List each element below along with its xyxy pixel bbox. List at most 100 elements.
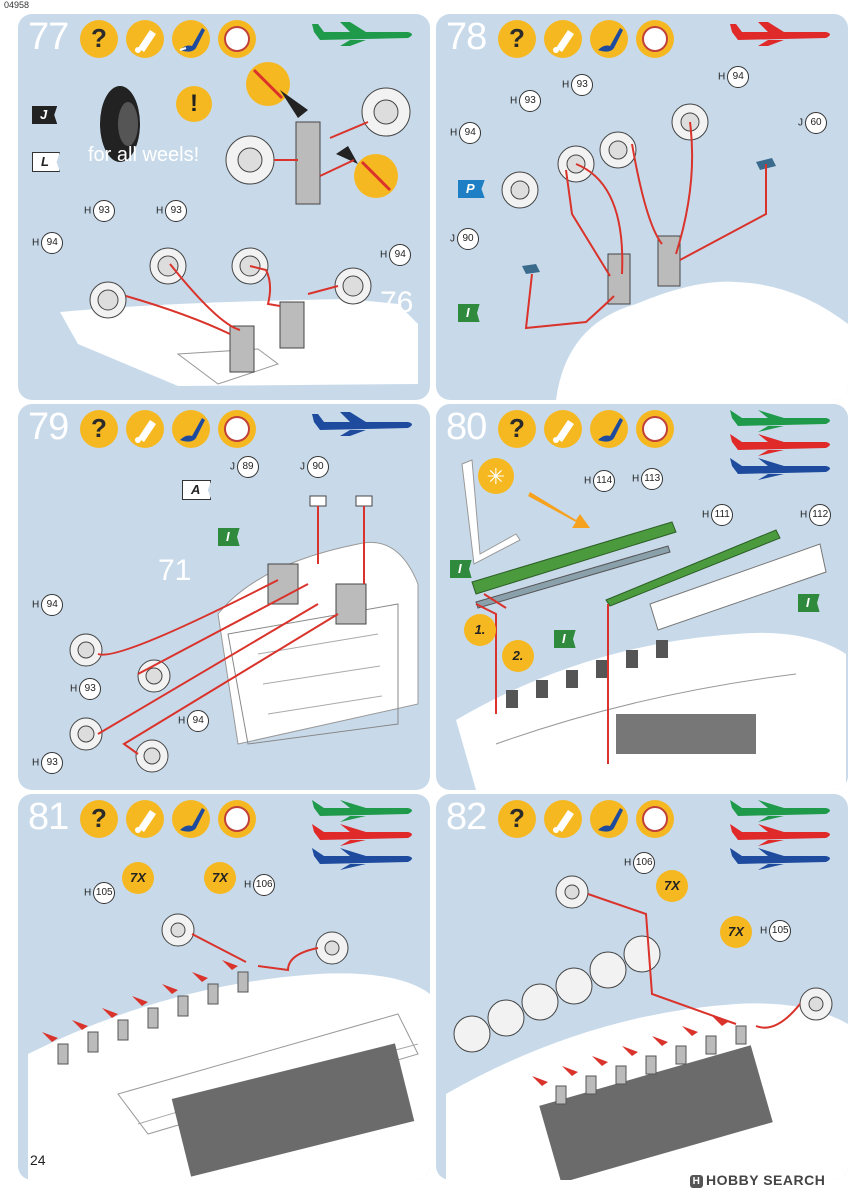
decal-flag-j: J [32,106,58,124]
clock-icon [218,800,256,838]
clock-icon [218,20,256,58]
aircraft-silhouette-green [730,800,830,822]
aircraft-silhouette-red [730,22,830,46]
paint-brush-icon [590,20,628,58]
glue-icon [544,410,582,448]
decal-flag-i: I [450,560,472,578]
svg-text:✳: ✳ [487,465,505,490]
step-82-illustration [446,875,848,1180]
aircraft-silhouette-blue [312,412,412,436]
paint-brush-icon [590,410,628,448]
page-number: 24 [30,1152,46,1168]
decal-flag-a: A [182,480,212,500]
quantity-badge: 7X [204,862,236,894]
glue-icon [544,20,582,58]
aircraft-silhouette-red [730,434,830,456]
decal-flag-i: I [554,630,576,648]
watermark-logo-icon: H [690,1175,703,1188]
decal-flag-l: L [32,152,60,172]
step-77-illustration [60,62,418,386]
quantity-badge: 7X [656,870,688,902]
decal-flag-i: I [798,594,820,612]
clock-icon [636,800,674,838]
glue-icon [126,800,164,838]
clock-icon [218,410,256,448]
step-number: 80 [446,406,487,448]
clock-icon [636,20,674,58]
step-panel-80: 80 ? ✳ I [436,404,848,790]
decal-flag-i: I [458,304,480,322]
step-80-illustration: ✳ [456,458,846,790]
step-note: for all weels! [88,144,200,166]
aircraft-silhouette-green [312,22,412,46]
aircraft-silhouette-red [730,824,830,846]
step-panel-77: 77 ? [18,14,430,400]
step-number: 81 [28,796,69,838]
step-number: 79 [28,406,69,448]
glue-icon [126,410,164,448]
decal-flag-p: P [458,180,485,198]
order-badge: 1. [464,614,496,646]
step-78-illustration [501,103,848,400]
aircraft-silhouette-green [730,410,830,432]
step-panel-81: 81 ? [18,794,430,1180]
help-icon: ? [80,20,118,58]
glue-icon [126,20,164,58]
help-icon: ? [80,800,118,838]
step-number: 77 [28,16,69,58]
step-number: 78 [446,16,487,58]
aircraft-silhouette-green [312,800,412,822]
decal-flag-i: I [218,528,240,546]
paint-brush-icon [172,800,210,838]
aircraft-silhouette-blue [730,458,830,480]
reference-step-number: 71 [158,554,192,587]
aircraft-silhouette-blue [312,848,412,870]
kit-code: 04958 [4,0,30,10]
help-icon: ? [498,20,536,58]
clock-icon [636,410,674,448]
step-number: 82 [446,796,487,838]
order-badge: 2. [502,640,534,672]
paint-brush-icon [172,20,210,58]
step-81-illustration [28,913,430,1180]
aircraft-silhouette-blue [730,848,830,870]
step-panel-82: 82 ? [436,794,848,1180]
quantity-badge: 7X [720,916,752,948]
help-icon: ? [498,410,536,448]
quantity-badge: 7X [122,862,154,894]
help-icon: ? [498,800,536,838]
step-panel-79: 79 ? A I [18,404,430,790]
glue-icon [544,800,582,838]
attention-icon: ! [176,86,212,122]
aircraft-silhouette-red [312,824,412,846]
reference-step-number: 76 [380,286,414,319]
help-icon: ? [80,410,118,448]
paint-brush-icon [590,800,628,838]
step-79-illustration [69,495,419,773]
